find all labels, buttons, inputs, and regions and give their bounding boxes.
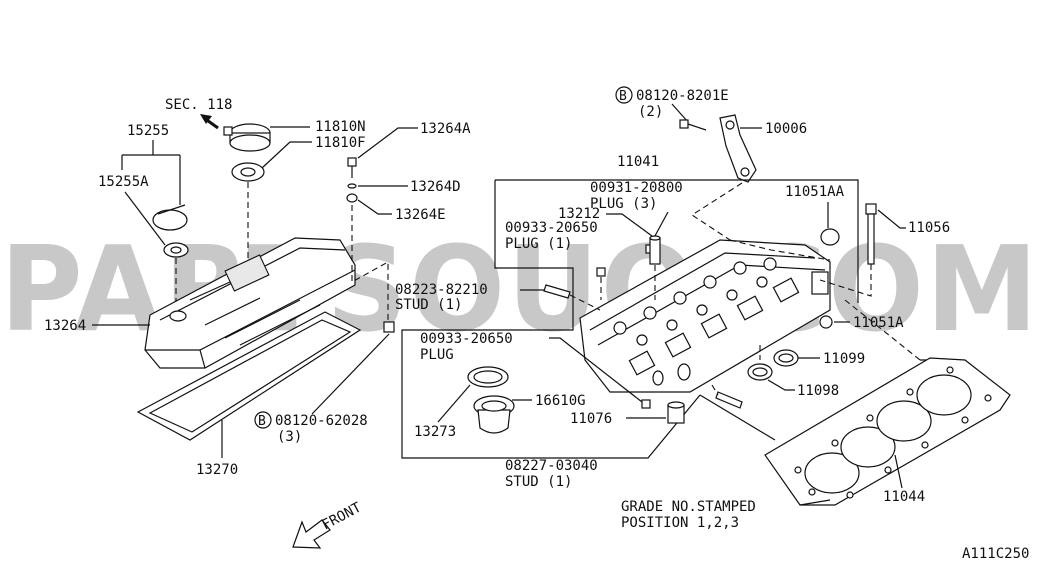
bolt-symbol-62028-letter: B [258, 414, 266, 429]
bracket-bolt-icon [679, 119, 707, 131]
front-arrow-icon [292, 519, 331, 549]
bolt-symbol-8201E-letter: B [619, 89, 627, 104]
part-11044-label[interactable]: 11044 [883, 489, 925, 505]
plug-00933a-icon [596, 267, 606, 277]
part-08223-82210-desc: STUD (1) [395, 297, 462, 313]
section-ref-arrow-icon [200, 114, 219, 130]
dowel-pin-icon [649, 235, 661, 265]
part-08227-03040-desc: STUD (1) [505, 474, 572, 490]
part-13212-label[interactable]: 13212 [558, 206, 600, 222]
part-11076-label[interactable]: 11076 [570, 411, 612, 427]
part-08120-8201E-qty: (2) [638, 104, 663, 120]
part-13264D-label[interactable]: 13264D [410, 179, 461, 195]
part-11051A-label[interactable]: 11051A [853, 315, 904, 331]
seal-13273-icon [467, 366, 509, 388]
nozzle-sleeve-16610G-icon [473, 395, 515, 434]
plug-11051AA-icon [820, 228, 840, 246]
part-00933-20650a-label[interactable]: 00933-20650 [505, 220, 598, 236]
grade-note-line1: GRADE NO.STAMPED [621, 499, 756, 515]
grade-note-line2: POSITION 1,2,3 [621, 515, 739, 531]
oil-filler-cap-icon [152, 204, 188, 231]
plug-11076-icon [667, 401, 685, 424]
head-gasket-icon [764, 357, 1011, 506]
part-08120-62028-label[interactable]: 08120-62028 [275, 413, 368, 429]
part-15255A-label[interactable]: 15255A [98, 174, 149, 190]
part-11810F-label[interactable]: 11810F [315, 135, 366, 151]
part-11051AA-label[interactable]: 11051AA [785, 184, 845, 200]
part-16610G-label[interactable]: 16610G [535, 393, 586, 409]
stud-08227-icon [715, 391, 743, 409]
engine-hanger-bracket-icon [719, 114, 757, 183]
part-10006-label[interactable]: 10006 [765, 121, 807, 137]
diagram-code: A111C250 [962, 546, 1029, 562]
part-08120-8201E-label[interactable]: 08120-8201E [636, 88, 729, 104]
part-08223-82210-label[interactable]: 08223-82210 [395, 282, 488, 298]
seal-11098-icon [747, 363, 773, 381]
part-15255-label[interactable]: 15255 [127, 123, 169, 139]
part-13264A-label[interactable]: 13264A [420, 121, 471, 137]
part-00931-20800-desc: PLUG (3) [590, 196, 657, 212]
stud-bolt-icon [346, 157, 358, 203]
part-08120-62028-qty: (3) [277, 429, 302, 445]
rocker-gasket-icon [136, 311, 362, 441]
plug-00933b-icon [641, 399, 651, 409]
rocker-cover-icon [144, 237, 356, 369]
stud-08223-icon [543, 284, 571, 299]
part-13264E-label[interactable]: 13264E [395, 207, 446, 223]
bolt-11056-icon [865, 203, 877, 265]
plug-11051A-icon [819, 315, 833, 329]
part-11810N-label[interactable]: 11810N [315, 119, 366, 135]
bolt-icon [383, 321, 395, 333]
part-00933-20650b-desc: PLUG [420, 347, 454, 363]
part-11099-label[interactable]: 11099 [823, 351, 865, 367]
breather-cap-icon [223, 123, 271, 152]
part-00933-20650a-desc: PLUG (1) [505, 236, 572, 252]
part-08227-03040-label[interactable]: 08227-03040 [505, 458, 598, 474]
part-13273-label[interactable]: 13273 [414, 424, 456, 440]
part-13270-label[interactable]: 13270 [196, 462, 238, 478]
part-00931-20800-label[interactable]: 00931-20800 [590, 180, 683, 196]
part-00933-20650b-label[interactable]: 00933-20650 [420, 331, 513, 347]
part-11098-label[interactable]: 11098 [797, 383, 839, 399]
breather-seal-icon [231, 162, 265, 182]
seal-11099-icon [773, 349, 799, 367]
front-label: FRONT [319, 499, 364, 533]
part-11041-label[interactable]: 11041 [617, 154, 659, 170]
cylinder-head-icon [579, 239, 831, 393]
bolt-symbol-8201E-icon: B [615, 86, 633, 104]
oil-filler-seal-icon [163, 242, 189, 258]
section-ref-label[interactable]: SEC. 118 [165, 97, 232, 113]
part-11056-label[interactable]: 11056 [908, 220, 950, 236]
bolt-symbol-62028-icon: B [254, 411, 272, 429]
part-13264-label[interactable]: 13264 [44, 318, 86, 334]
